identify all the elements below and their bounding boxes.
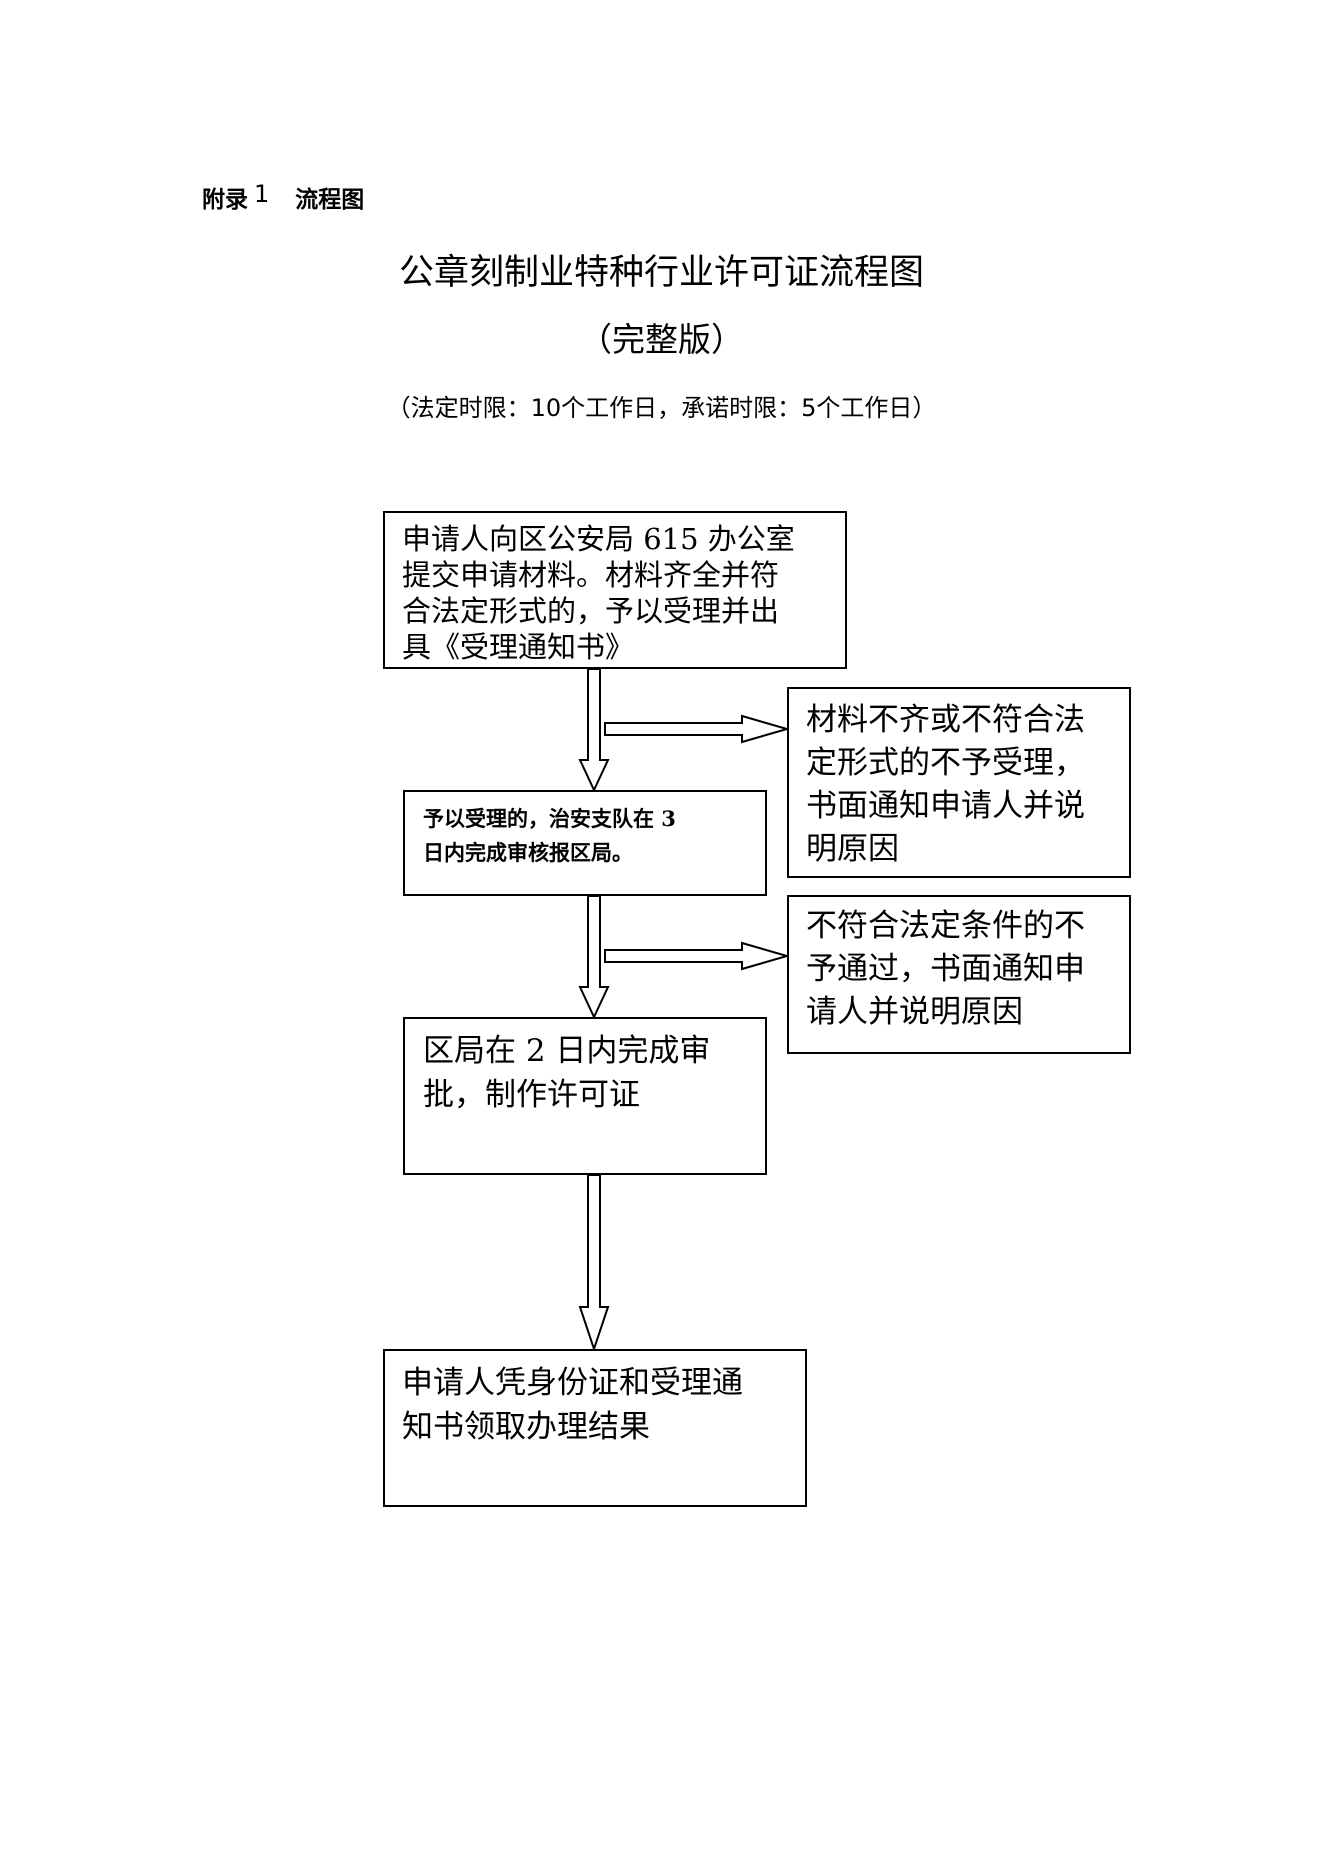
text-line: 定形式的不予受理， <box>806 745 1085 781</box>
appendix-number: 1 <box>254 180 270 208</box>
text-line: 申请人凭身份证和受理通 <box>402 1365 743 1401</box>
text-line: 提交申请材料。材料齐全并符 <box>402 558 780 592</box>
text-line: 予以受理的，治安支队在 3 <box>423 806 676 831</box>
arrow-down-2 <box>578 895 610 1020</box>
arrow-right-1 <box>604 714 791 744</box>
text-line: 日内完成审核报区局。 <box>423 840 633 865</box>
text-line: 合法定形式的，予以受理并出 <box>402 594 780 628</box>
appendix-title: 流程图 <box>295 187 365 213</box>
text-line: 知书领取办理结果 <box>402 1409 650 1445</box>
edition-label: （完整版） <box>579 320 744 359</box>
step-approval: 区局在 2 日内完成审 批，制作许可证 <box>403 1017 767 1175</box>
arrow-right-2 <box>604 941 791 971</box>
text-line: 区局在 2 日内完成审 <box>423 1033 711 1069</box>
step-submit-application: 申请人向区公安局 615 办公室 提交申请材料。材料齐全并符 合法定形式的，予以… <box>383 511 847 669</box>
text-line: 批，制作许可证 <box>423 1077 640 1113</box>
text-line: 材料不齐或不符合法 <box>806 702 1085 738</box>
text-line: 申请人向区公安局 615 办公室 <box>402 522 795 556</box>
text-line: 不符合法定条件的不 <box>806 908 1085 944</box>
arrow-down-3 <box>578 1174 610 1353</box>
text-line: 请人并说明原因 <box>806 994 1023 1030</box>
text-line: 予通过，书面通知申 <box>806 951 1085 987</box>
reject-not-qualified: 不符合法定条件的不 予通过，书面通知申 请人并说明原因 <box>787 895 1131 1054</box>
reject-incomplete-materials: 材料不齐或不符合法 定形式的不予受理， 书面通知申请人并说 明原因 <box>787 687 1131 878</box>
appendix-label: 附录 <box>202 187 248 213</box>
time-limits: （法定时限：10个工作日，承诺时限：5个工作日） <box>386 394 937 422</box>
step-collect-result: 申请人凭身份证和受理通 知书领取办理结果 <box>383 1349 807 1507</box>
step-review: 予以受理的，治安支队在 3 日内完成审核报区局。 <box>403 790 767 896</box>
document-title: 公章刻制业特种行业许可证流程图 <box>398 253 924 293</box>
text-line: 具《受理通知书》 <box>402 630 635 664</box>
text-line: 明原因 <box>806 831 899 867</box>
arrow-down-1 <box>578 668 610 793</box>
text-line: 书面通知申请人并说 <box>806 788 1085 824</box>
